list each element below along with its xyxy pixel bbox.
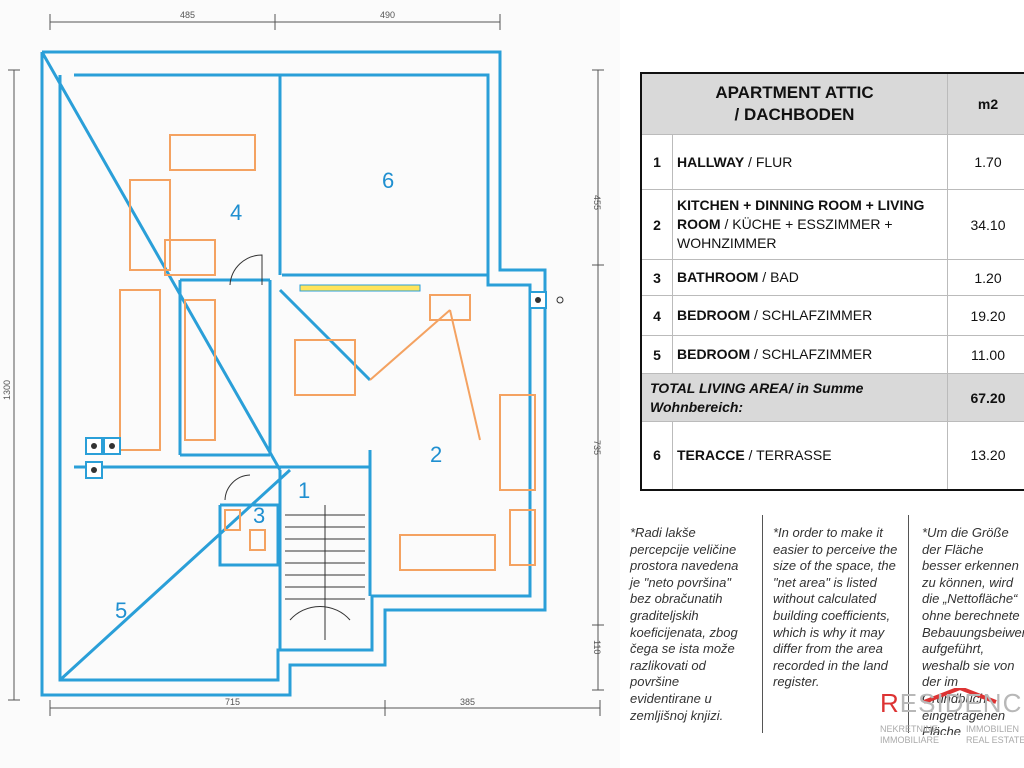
table-row: 3 BATHROOM / BAD 1.20 — [640, 259, 1024, 296]
window-strip — [299, 284, 421, 292]
vent-dots — [91, 296, 564, 473]
table-title: APARTMENT ATTIC / DACHBODEN — [640, 72, 948, 135]
table-row: 1 HALLWAY / FLUR 1.70 — [640, 134, 1024, 190]
table-header: APARTMENT ATTIC / DACHBODEN m2 — [640, 72, 1024, 135]
logo-wordmark: RESIDENCE — [880, 688, 1024, 718]
logo-sub-right: IMMOBILIEN REAL ESTATE — [966, 724, 1024, 745]
table-row: 2 KITCHEN + DINNING ROOM + LIVING ROOM /… — [640, 189, 1024, 260]
dim-left: 1300 — [2, 380, 12, 400]
logo-roof-icon — [923, 688, 997, 704]
dim-right-upper: 455 — [592, 195, 602, 210]
dim-top-right: 490 — [380, 10, 395, 20]
room-label-2: 2 — [430, 442, 442, 467]
furniture — [119, 134, 536, 571]
table-row: 5 BEDROOM / SCHLAFZIMMER 11.00 — [640, 335, 1024, 374]
stairs — [285, 505, 365, 640]
floor-plan-drawing: 485 490 1300 455 735 110 715 385 — [0, 0, 620, 768]
dim-top-left: 485 — [180, 10, 195, 20]
walls — [40, 50, 547, 697]
notes-divider — [908, 515, 909, 733]
room-label-5: 5 — [115, 598, 127, 623]
dim-bottom-left: 715 — [225, 697, 240, 707]
residence-logo: RESIDENCE NEKRETNINE IMMOBILIARE IMMOBIL… — [880, 688, 1024, 748]
notes-divider — [762, 515, 763, 733]
table-row: 4 BEDROOM / SCHLAFZIMMER 19.20 — [640, 295, 1024, 336]
dim-right-lower: 110 — [592, 640, 602, 654]
note-german: *Um die Größe der Fläche besser erkennen… — [922, 525, 1024, 735]
doors — [224, 254, 351, 621]
table-row: 6 TERACCE / TERRASSE 13.20 — [640, 421, 1024, 490]
unit-header: m2 — [947, 72, 1024, 135]
room-label-1: 1 — [298, 478, 310, 503]
floor-plan: 485 490 1300 455 735 110 715 385 — [0, 0, 620, 768]
note-english: *In order to make it easier to perceive … — [773, 525, 898, 690]
dimension-lines — [8, 14, 604, 716]
room-label-4: 4 — [230, 200, 242, 225]
dim-right-middle: 735 — [592, 440, 602, 455]
plan-background — [0, 0, 620, 768]
logo-sub-left: NEKRETNINE IMMOBILIARE — [880, 724, 940, 745]
note-croatian: *Radi lakše percepcije veličine prostora… — [630, 525, 739, 723]
dim-bottom-right: 385 — [460, 697, 475, 707]
room-label-6: 6 — [382, 168, 394, 193]
area-table: APARTMENT ATTIC / DACHBODEN m2 1 HALLWAY… — [640, 72, 1024, 491]
room-label-3: 3 — [253, 503, 265, 528]
table-total-row: TOTAL LIVING AREA/ in Summe Wohnbereich:… — [640, 373, 1024, 422]
